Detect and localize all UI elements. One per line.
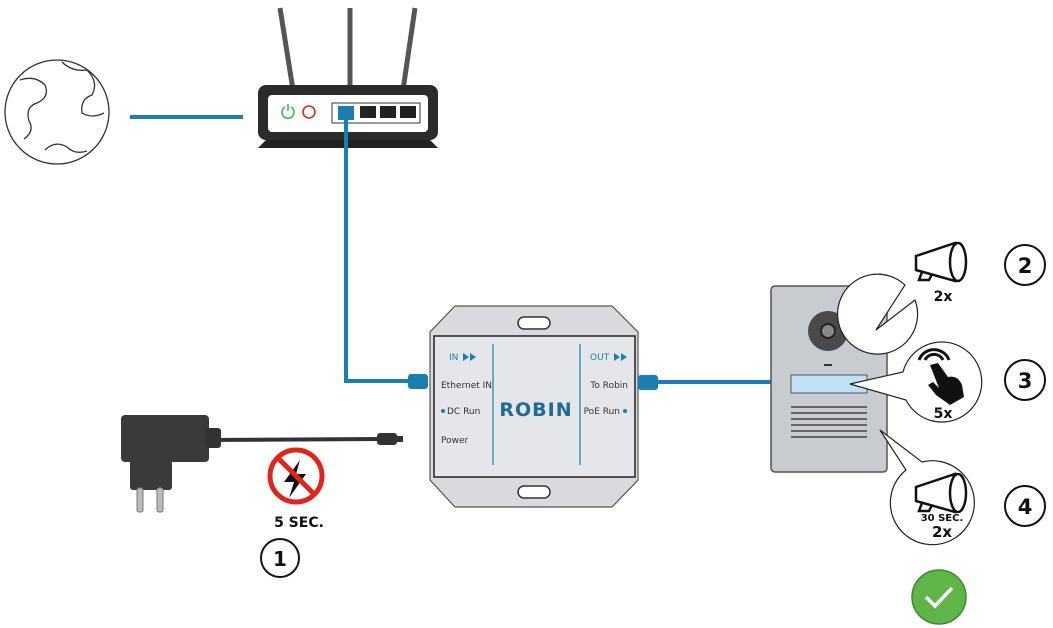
arrow-icon bbox=[463, 353, 476, 361]
power-led-icon bbox=[281, 104, 295, 119]
step2-bubble bbox=[836, 273, 919, 355]
brand-logo: ROBIN bbox=[499, 399, 572, 421]
step1-number: 1 bbox=[273, 547, 287, 571]
megaphone-icon bbox=[914, 472, 968, 514]
power-adapter bbox=[121, 415, 403, 513]
step3-count: 5x bbox=[934, 406, 953, 422]
dc-run-label: DC Run bbox=[447, 407, 480, 417]
in-label: IN bbox=[449, 353, 458, 363]
step4-number: 4 bbox=[1018, 495, 1033, 519]
tap-hand-icon bbox=[917, 348, 964, 405]
check-icon bbox=[911, 569, 967, 625]
globe-icon bbox=[4, 59, 110, 165]
step1-duration: 5 SEC. bbox=[274, 515, 324, 531]
step4-duration: 30 SEC. bbox=[921, 513, 964, 524]
step4-count: 2x bbox=[932, 523, 952, 541]
to-robin-label: To Robin bbox=[589, 381, 628, 391]
step2-count: 2x bbox=[934, 289, 953, 305]
out-label: OUT bbox=[590, 353, 610, 363]
step4-bubble bbox=[879, 429, 975, 546]
no-power-icon bbox=[267, 447, 325, 505]
megaphone-icon bbox=[914, 241, 968, 283]
power-label: Power bbox=[441, 436, 469, 446]
ethernet-cable-in bbox=[344, 120, 412, 383]
status-led-icon bbox=[302, 105, 316, 119]
step2-number: 2 bbox=[1018, 254, 1033, 278]
arrow-icon bbox=[614, 353, 627, 361]
step3-number: 3 bbox=[1018, 369, 1033, 393]
poe-run-label: PoE Run bbox=[584, 407, 620, 417]
ethernet-in-label: Ethernet IN bbox=[441, 381, 492, 391]
router bbox=[258, 7, 438, 148]
poe-injector: IN Ethernet IN DC Run Power ROBIN OUT To… bbox=[429, 305, 639, 508]
